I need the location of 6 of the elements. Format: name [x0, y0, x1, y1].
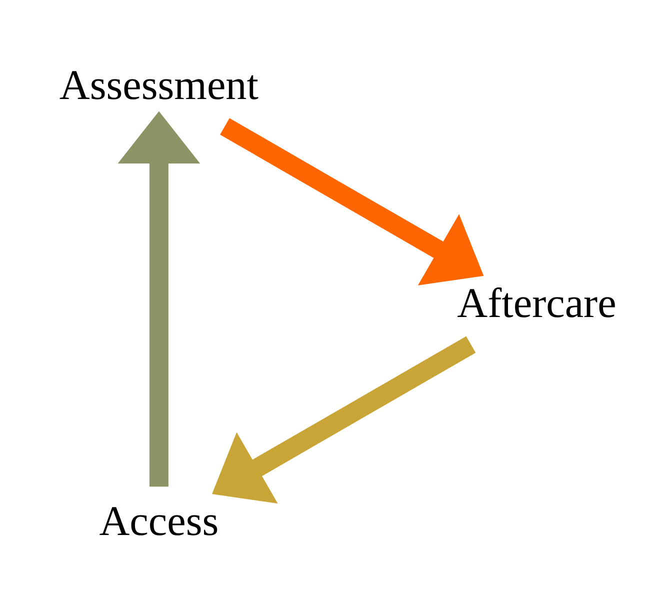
arrow [118, 111, 200, 487]
node-text: Aftercare [457, 280, 616, 328]
node-text: Assessment [59, 62, 258, 109]
arrow [212, 336, 476, 504]
node-text: Access [99, 498, 219, 546]
arrow [220, 118, 484, 286]
